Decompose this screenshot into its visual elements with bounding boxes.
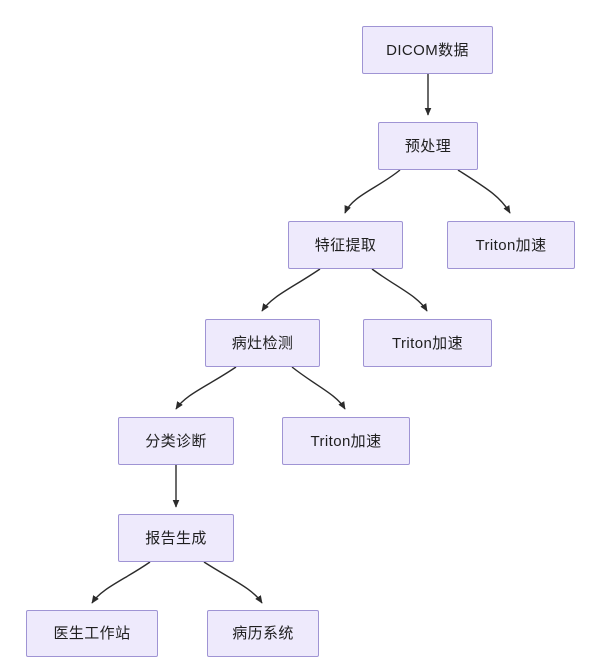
edge-preproc-to-triton1 xyxy=(457,169,511,214)
node-label-classify: 分类诊断 xyxy=(145,432,207,450)
node-label-lesion: 病灶检测 xyxy=(231,334,294,352)
node-label-report: 报告生成 xyxy=(145,529,207,547)
node-dicom[interactable]: DICOM数据 xyxy=(362,26,493,74)
node-triton1[interactable]: Triton加速 xyxy=(447,221,575,269)
node-label-dicom: DICOM数据 xyxy=(386,41,469,59)
edge-report-to-doctor xyxy=(91,561,151,604)
edge-lesion-to-classify xyxy=(175,366,237,410)
edge-feature-to-lesion xyxy=(261,268,321,312)
node-label-triton2: Triton加速 xyxy=(392,334,463,352)
node-triton2[interactable]: Triton加速 xyxy=(363,319,492,367)
edge-feature-to-triton2 xyxy=(371,268,428,312)
node-label-feature: 特征提取 xyxy=(314,236,377,254)
node-triton3[interactable]: Triton加速 xyxy=(282,417,410,465)
edge-preproc-to-feature xyxy=(344,169,401,214)
edge-lesion-to-triton3 xyxy=(291,366,346,410)
edge-report-to-emr xyxy=(203,561,263,604)
node-preproc[interactable]: 预处理 xyxy=(378,122,478,170)
node-label-doctor: 医生工作站 xyxy=(53,625,131,642)
node-doctor[interactable]: 医生工作站 xyxy=(26,610,158,657)
node-label-triton3: Triton加速 xyxy=(310,432,382,450)
node-classify[interactable]: 分类诊断 xyxy=(118,417,234,465)
node-report[interactable]: 报告生成 xyxy=(118,514,234,562)
node-lesion[interactable]: 病灶检测 xyxy=(205,319,320,367)
node-label-preproc: 预处理 xyxy=(404,137,452,155)
node-label-triton1: Triton加速 xyxy=(475,236,547,254)
node-emr[interactable]: 病历系统 xyxy=(207,610,319,657)
node-label-emr: 病历系统 xyxy=(232,625,294,642)
node-feature[interactable]: 特征提取 xyxy=(288,221,403,269)
